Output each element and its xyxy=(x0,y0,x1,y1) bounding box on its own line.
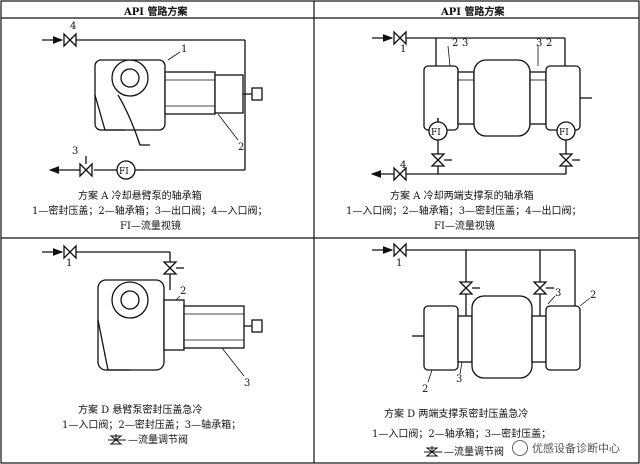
tr-label-fi-b: FI xyxy=(559,128,569,138)
tr-legend-line-1: 1—入口阀；2—轴承箱；3—密封压盖；4—出口阀； xyxy=(346,206,582,217)
watermark-text: 优感设备诊断中心 xyxy=(532,442,620,455)
br-label-2b: 2 xyxy=(590,290,596,301)
br-label-2a: 2 xyxy=(422,384,428,395)
panel-top-right-diagram xyxy=(370,30,592,182)
tl-label-3: 3 xyxy=(72,146,78,157)
tr-label-3b: 3 xyxy=(536,38,542,49)
panel-bottom-right-diagram xyxy=(372,242,591,383)
tr-label-fi-a: FI xyxy=(431,128,441,138)
bl-legend-line-1: 1—入口阀；2—密封压盖；3—轴承箱； xyxy=(62,420,242,431)
legend-valve-icon-left xyxy=(108,434,126,445)
tr-label-1: 1 xyxy=(400,44,406,55)
tl-caption-title: 方案 A 冷却悬臂泵的轴承箱 xyxy=(78,191,202,202)
br-label-3a: 3 xyxy=(456,374,462,385)
watermark: 优感设备诊断中心 xyxy=(512,440,620,456)
tr-label-2a: 2 xyxy=(452,38,458,49)
bl-label-2: 2 xyxy=(180,286,186,297)
tr-legend-line-2: FI—流量视镜 xyxy=(434,221,495,232)
bl-label-3: 3 xyxy=(244,378,250,389)
bl-caption-title: 方案 D 悬臂泵密封压盖急冷 xyxy=(78,405,203,416)
br-caption-title: 方案 D 两端支撑泵密封压盖急冷 xyxy=(384,409,529,420)
tr-label-3a: 3 xyxy=(462,38,468,49)
tl-legend-line-1: 1—密封压盖；2—轴承箱；3—出口阀；4—入口阀； xyxy=(32,206,268,217)
br-legend-line-1: 1—入口阀；2—轴承箱；3—密封压盖； xyxy=(372,429,552,440)
br-legend-line-2: —流量调节阀 xyxy=(444,447,504,458)
tr-label-2b: 2 xyxy=(546,38,552,49)
watermark-logo-icon xyxy=(512,440,528,456)
header-left-title: API 管路方案 xyxy=(124,7,188,18)
tl-label-fi: FI xyxy=(119,167,129,177)
br-label-1: 1 xyxy=(396,258,402,269)
tl-label-2: 2 xyxy=(238,142,244,153)
tr-label-4: 4 xyxy=(400,160,406,171)
tr-caption-title: 方案 A 冷却两端支撑泵的轴承箱 xyxy=(390,191,534,202)
panel-top-left-diagram xyxy=(42,32,263,180)
tl-legend-line-2: FI—流量视镜 xyxy=(120,221,181,232)
tl-label-4: 4 xyxy=(70,21,76,32)
tl-label-1: 1 xyxy=(181,44,187,55)
bl-label-1: 1 xyxy=(66,258,72,269)
header-right-title: API 管路方案 xyxy=(441,7,505,18)
legend-valve-icon-right xyxy=(424,446,442,457)
bl-legend-line-2: —流量调节阀 xyxy=(128,435,188,446)
br-label-3b: 3 xyxy=(555,288,561,299)
panel-bottom-left-diagram xyxy=(42,244,263,377)
